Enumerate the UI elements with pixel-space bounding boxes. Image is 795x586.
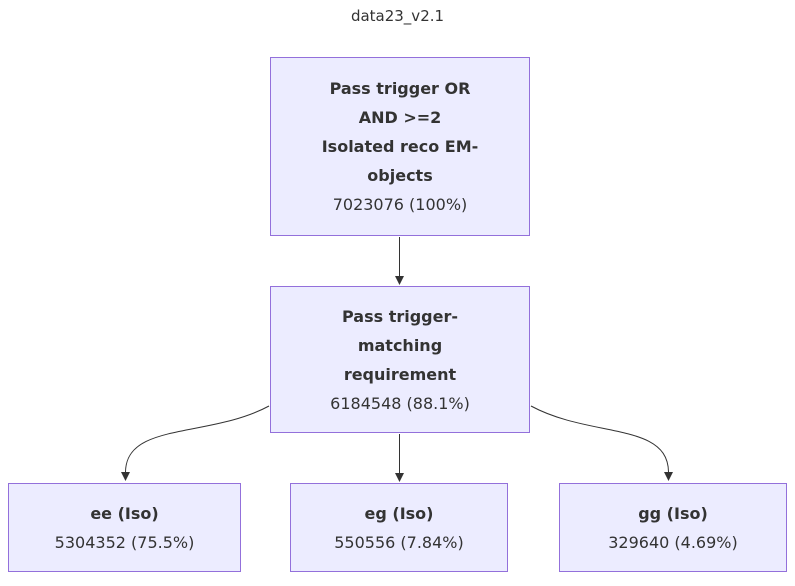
node-eg-iso: eg (Iso) 550556 (7.84%) xyxy=(290,483,508,572)
node-gg-iso-count: 329640 (4.69%) xyxy=(608,532,738,552)
node-root: Pass trigger OR AND >=2 Isolated reco EM… xyxy=(270,57,530,236)
edge-trigmatch-gg xyxy=(530,405,673,481)
node-eg-iso-label: eg (Iso) xyxy=(364,503,434,523)
node-root-count: 7023076 (100%) xyxy=(332,195,468,214)
node-eg-iso-count: 550556 (7.84%) xyxy=(334,532,464,552)
node-gg-iso: gg (Iso) 329640 (4.69%) xyxy=(559,483,787,572)
node-trigger-matching-count: 6184548 (88.1%) xyxy=(330,393,470,413)
node-trigger-matching: Pass trigger- matching requirement 61845… xyxy=(270,286,530,433)
node-ee-iso: ee (Iso) 5304352 (75.5%) xyxy=(8,483,241,572)
diagram-title: data23_v2.1 xyxy=(350,7,445,25)
node-gg-iso-label: gg (Iso) xyxy=(638,503,708,523)
edge-trigmatch-eg xyxy=(395,434,404,482)
node-trigger-matching-label: Pass trigger- matching requirement xyxy=(341,306,459,384)
edge-trigmatch-ee xyxy=(121,405,270,481)
node-ee-iso-count: 5304352 (75.5%) xyxy=(54,532,195,552)
node-ee-iso-label: ee (Iso) xyxy=(90,503,159,523)
node-root-label: Pass trigger OR AND >=2 Isolated reco EM… xyxy=(321,79,479,185)
edge-root-trigmatch xyxy=(395,237,404,285)
